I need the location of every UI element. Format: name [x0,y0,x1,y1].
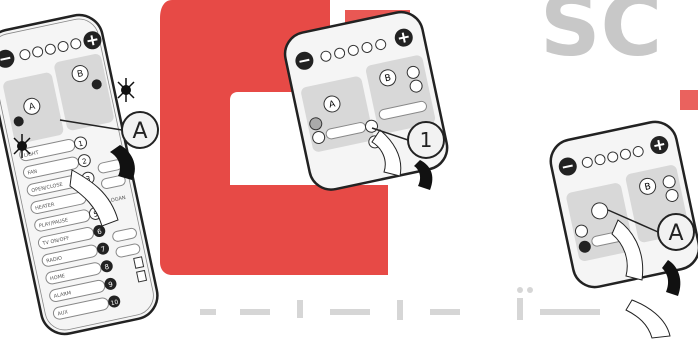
svg-text:SC: SC [540,0,662,75]
remote-control-middle: B A 1 [280,0,460,210]
remote-control-right: B A [548,110,698,340]
callout-1-middle: 1 [420,128,433,152]
callout-a-left: A [132,119,147,144]
remote-control-left: B A LIGHT 1 FAN 2 OPEN/CLOSE 3 HEATER [0,0,200,340]
callout-a-right: A [668,221,683,246]
